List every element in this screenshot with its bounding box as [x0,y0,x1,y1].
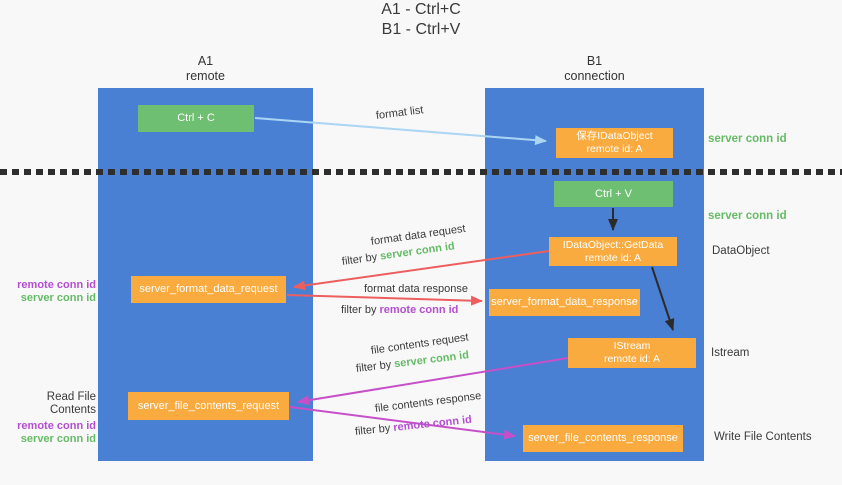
server-conn-id-label: server conn id [20,292,96,304]
ctrl-c-label: Ctrl + C [177,112,215,124]
arrow-file-contents-request [297,357,569,406]
node-server-file-contents-response: server_file_contents_response [523,425,683,452]
node-server-file-contents-request: server_file_contents_request [128,392,289,420]
title-line-1: A1 - Ctrl+C [381,1,461,18]
arrow-format-data-response [286,294,483,306]
lane-a1-role: remote [186,69,225,83]
label-server-conn-id-mid: server conn id [708,210,787,222]
istream-line2: remote id: A [603,353,661,365]
file-request-label: server_file_contents_request [137,399,280,412]
ctrl-v-label: Ctrl + V [595,187,632,200]
dotted-divider [0,169,842,175]
arrow-format-list [254,117,547,146]
node-idataobject-getdata: IDataObject::GetData remote id: A [549,237,677,266]
format-response-label: server_format_data_response [491,296,638,308]
getdata-line2: remote id: A [584,251,642,264]
left-conn-id-labels-mid: remote conn id server conn id [6,279,96,305]
format-request-label: server_format_data_request [139,283,278,295]
save-idataobject-line1: 保存IDataObject [576,130,653,142]
remote-conn-id-label: remote conn id [17,420,96,432]
arrow-format-data-request [293,250,550,291]
lane-a1-name: A1 [197,54,214,68]
getdata-line1: IDataObject::GetData [562,238,664,251]
lane-header-b1: B1 connection [485,54,704,84]
label-filter-by-remote-conn-id-1: filter by remote conn id [341,304,458,316]
label-istream: Istream [711,347,750,359]
label-dataobject: DataObject [712,245,770,257]
left-conn-id-labels-bottom: Read File Contents remote conn id server… [6,391,96,446]
node-save-idataobject: 保存IDataObject remote id: A [556,128,673,158]
label-format-data-response: format data response [364,283,468,295]
arrow-getdata-to-istream [651,266,675,331]
label-server-conn-id-top: server conn id [708,133,787,145]
istream-line1: IStream [613,340,651,352]
label-read-file-contents: Read File Contents [46,391,96,416]
title-line-2: B1 - Ctrl+V [381,21,461,38]
arrow-file-contents-response [289,406,516,440]
node-ctrl-v: Ctrl + V [554,181,673,207]
node-server-format-data-request: server_format_data_request [131,276,286,303]
lane-b1-role: connection [564,69,625,83]
lane-b1-name: B1 [586,54,603,68]
remote-conn-id-text: remote conn id [379,304,459,316]
filter-by-text: filter by [341,304,377,316]
label-write-file-contents: Write File Contents [714,431,812,443]
node-istream: IStream remote id: A [568,338,696,368]
remote-conn-id-label: remote conn id [17,279,96,291]
node-ctrl-c: Ctrl + C [138,105,254,132]
file-response-label: server_file_contents_response [528,432,678,444]
diagram-title: A1 - Ctrl+C B1 - Ctrl+V [0,0,842,40]
save-idataobject-line2: remote id: A [586,143,643,155]
node-server-format-data-response: server_format_data_response [489,289,640,316]
server-conn-id-label: server conn id [20,433,96,445]
lane-header-a1: A1 remote [98,54,313,84]
